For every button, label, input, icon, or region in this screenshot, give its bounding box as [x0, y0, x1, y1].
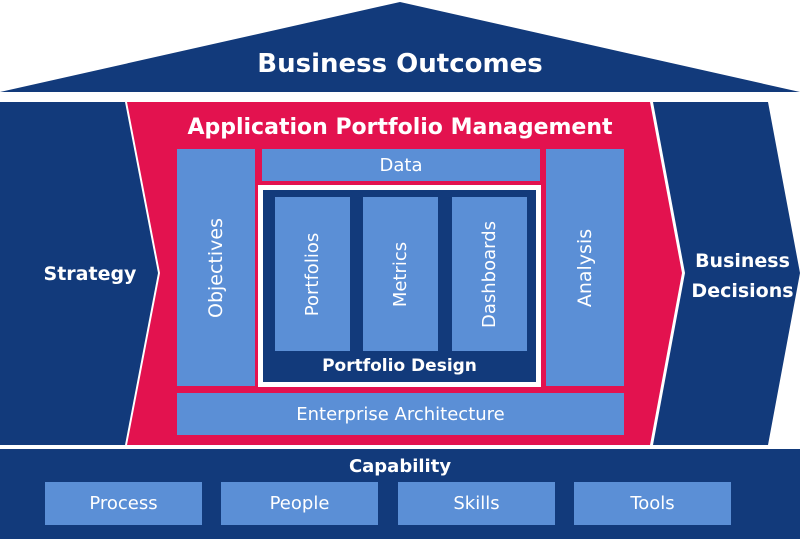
enterprise-architecture-box: Enterprise Architecture — [177, 393, 624, 435]
business-decisions-line1: Business — [695, 250, 790, 272]
analysis-label: Analysis — [574, 228, 597, 307]
capability-skills-box: Skills — [398, 482, 555, 525]
dashboards-box: Dashboards — [452, 197, 527, 351]
metrics-box: Metrics — [363, 197, 438, 351]
portfolios-box: Portfolios — [275, 197, 350, 351]
capability-people-box: People — [221, 482, 378, 525]
strategy-arrow-shape — [0, 102, 158, 445]
dashboards-label: Dashboards — [479, 220, 501, 328]
data-box: Data — [262, 149, 540, 181]
objectives-box: Objectives — [177, 149, 255, 386]
analysis-box: Analysis — [546, 149, 624, 386]
capability-tools-box: Tools — [574, 482, 731, 525]
capability-title: Capability — [348, 455, 452, 477]
strategy-label: Strategy — [43, 263, 137, 285]
business-outcomes-title: Business Outcomes — [257, 49, 543, 79]
capability-process-box: Process — [45, 482, 202, 525]
decisions-arrow-shape — [653, 102, 800, 445]
objectives-label: Objectives — [205, 217, 227, 318]
portfolios-label: Portfolios — [302, 232, 323, 316]
business-decisions-line2: Decisions — [691, 280, 794, 302]
apm-title: Application Portfolio Management — [187, 114, 613, 140]
metrics-label: Metrics — [390, 241, 411, 307]
roof-shape — [0, 2, 800, 92]
portfolio-design-title: Portfolio Design — [322, 356, 477, 376]
business-decisions-label: Business Decisions — [685, 246, 800, 306]
